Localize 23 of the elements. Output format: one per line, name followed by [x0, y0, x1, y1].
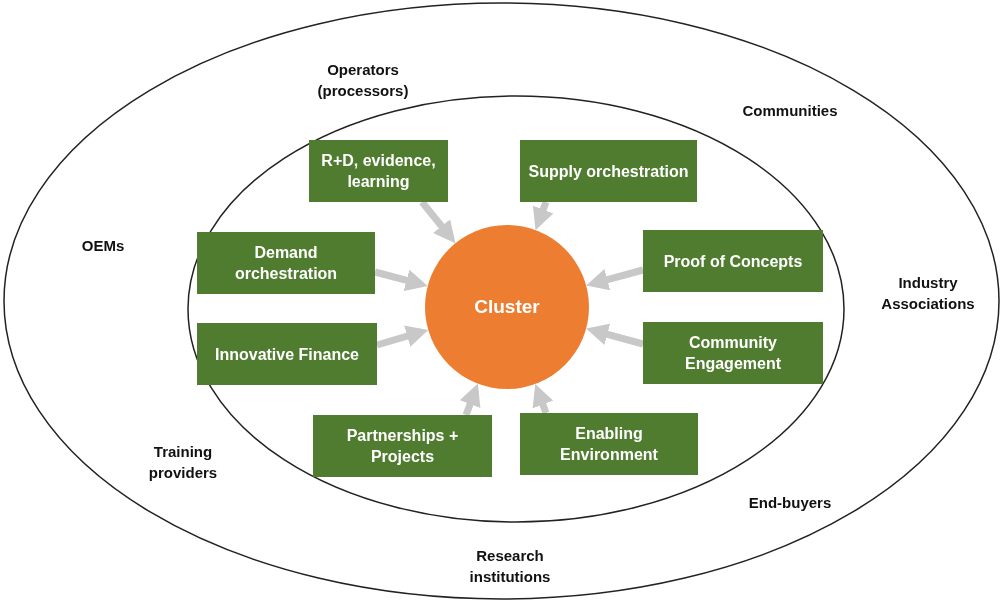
process-box: Demand orchestration	[197, 232, 375, 294]
stakeholder-label: Training providers	[147, 442, 219, 483]
stakeholder-label: Industry Associations	[880, 273, 976, 314]
process-box: Proof of Concepts	[643, 230, 823, 292]
process-box: Community Engagement	[643, 322, 823, 384]
funnel-wedge	[586, 266, 644, 291]
funnel-wedge	[586, 323, 644, 348]
stakeholder-label: Communities	[742, 100, 838, 121]
funnel-wedge	[459, 383, 481, 417]
stakeholder-label: End-buyers	[748, 492, 832, 513]
funnel-wedge	[374, 268, 428, 291]
process-box: Partnerships + Projects	[313, 415, 492, 477]
process-box: Enabling Environment	[520, 413, 698, 475]
node-title: Cluster	[474, 296, 540, 318]
process-box: R+D, evidence, learning	[309, 140, 448, 202]
stakeholder-label: OEMs	[81, 235, 125, 256]
stakeholder-label: Research institutions	[468, 546, 552, 587]
funnel-wedge	[532, 383, 554, 415]
funnel-wedge	[376, 325, 429, 349]
funnel-wedge	[532, 200, 554, 231]
process-box: Supply orchestration	[520, 140, 697, 202]
process-box: Innovative Finance	[197, 323, 377, 385]
stakeholder-label: Operators (processors)	[316, 60, 410, 101]
